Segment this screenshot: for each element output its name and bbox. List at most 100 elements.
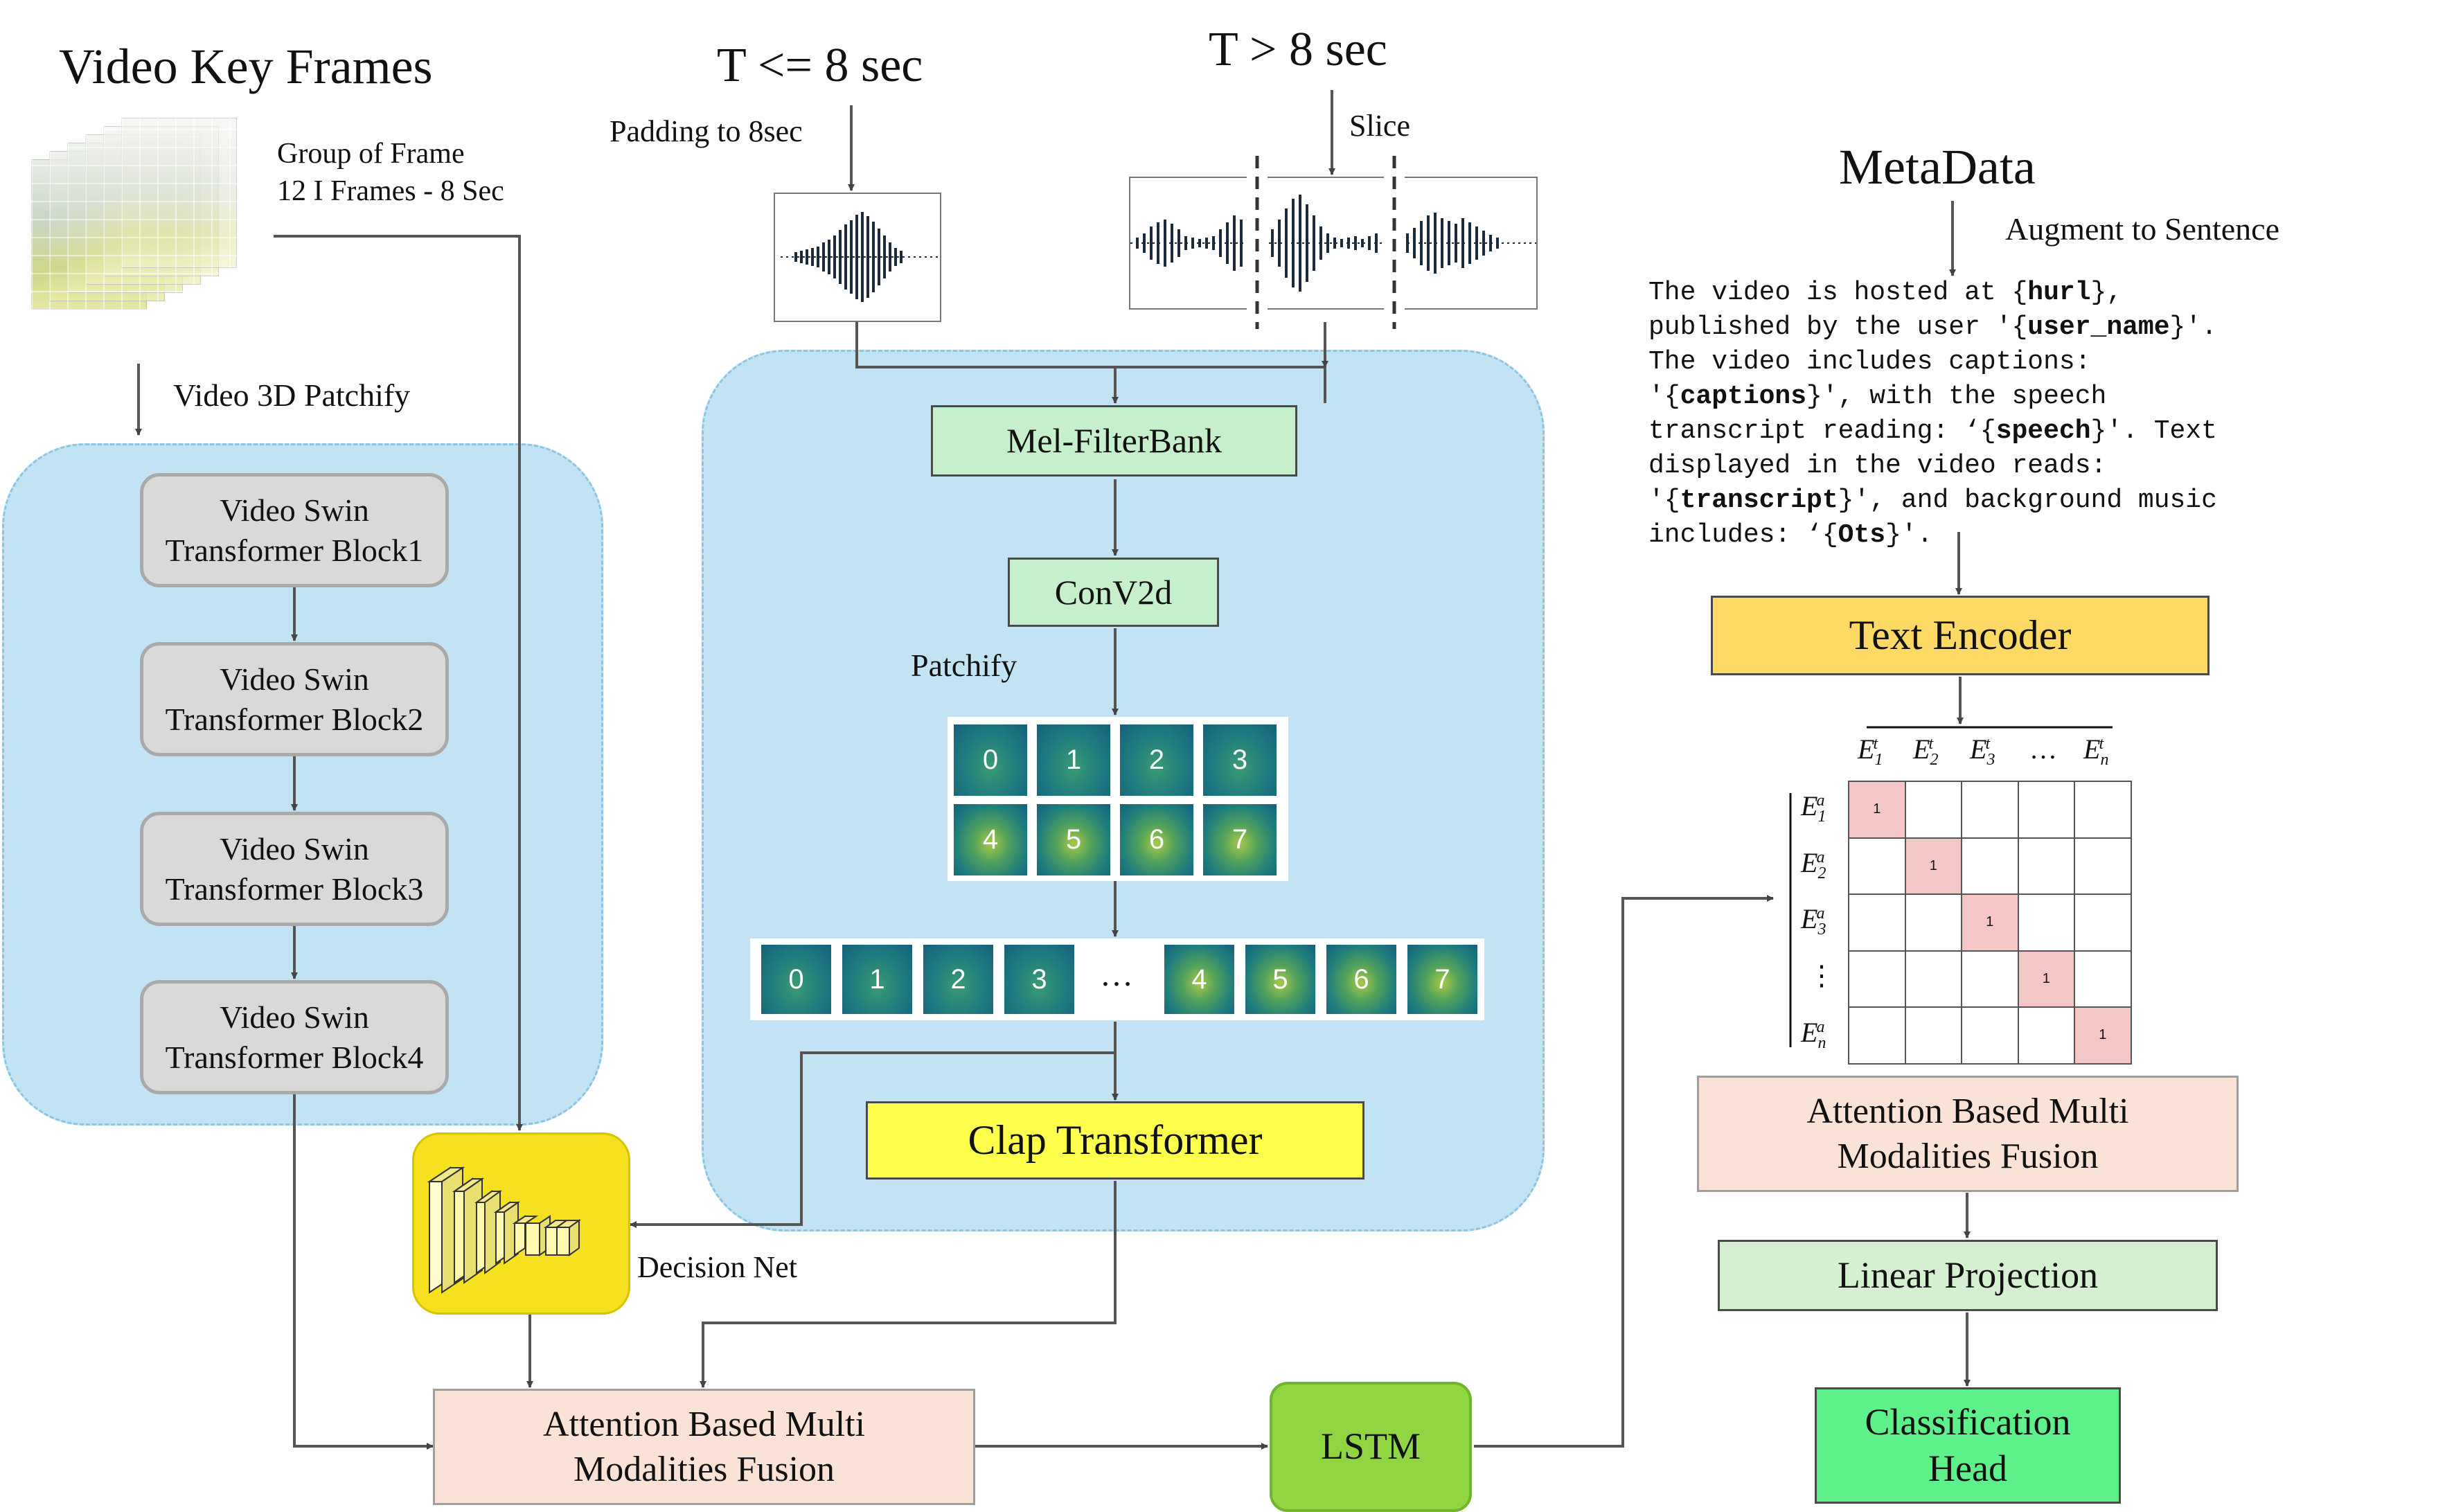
matrix-cell (1961, 950, 2019, 1008)
patch-tile: 6 (1119, 803, 1194, 876)
col-label: Ent (2083, 733, 2109, 769)
sentence-text: }', and background music (1838, 486, 2217, 515)
sentence-text: }, (2090, 278, 2123, 308)
matrix-cell (1904, 1006, 1962, 1065)
sentence-text: }'. (2169, 312, 2217, 342)
i-frames-label: 12 I Frames - 8 Sec (277, 175, 504, 207)
sentence-placeholder: hurl (2027, 278, 2091, 308)
short-waveform (774, 193, 941, 322)
matrix-cell (1961, 781, 2019, 839)
matrix-cell (1848, 950, 1906, 1008)
video-title: Video Key Frames (59, 39, 433, 94)
matrix-cell (1961, 1006, 2019, 1065)
matrix-diag-cell: 1 (2017, 950, 2075, 1008)
matrix-cell (1904, 893, 1962, 952)
linear-projection: Linear Projection (1718, 1240, 2218, 1311)
matrix-diag-cell: 1 (2074, 1006, 2132, 1065)
col-label: … (2029, 733, 2057, 765)
conv2d: ConV2d (1008, 558, 1219, 627)
sentence-text: '{ (1648, 382, 1680, 411)
metadata-sentence: The video is hosted at {hurl}, published… (1648, 276, 2217, 553)
audio-patchify-label: Patchify (911, 648, 1017, 683)
text-encoder: Text Encoder (1711, 596, 2210, 675)
matrix-cell (1848, 893, 1906, 952)
sentence-placeholder: transcript (1680, 486, 1838, 515)
sentence-text: transcript reading: ‘{ (1648, 416, 1996, 446)
augment-label: Augment to Sentence (2005, 211, 2280, 247)
padding-label: Padding to 8sec (610, 114, 803, 148)
sentence-text: }'. (1885, 520, 1933, 550)
matrix-cell (1904, 781, 1962, 839)
matrix-diag-cell: 1 (1961, 893, 2019, 952)
row-label: Ena (1801, 1017, 1826, 1052)
sentence-placeholder: captions (1680, 382, 1807, 411)
matrix-cell (2017, 1006, 2075, 1065)
metadata-title: MetaData (1839, 139, 2036, 195)
matrix-cell (2017, 893, 2075, 952)
matrix-cell (2017, 781, 2075, 839)
sentence-text: '{ (1648, 486, 1680, 515)
patch-tile: 4 (1164, 944, 1235, 1015)
patch-tile: 6 (1326, 944, 1397, 1015)
matrix-diag-cell: 1 (1904, 837, 1962, 895)
row-label: E1a (1801, 790, 1826, 826)
patch-tile: 1 (1036, 724, 1111, 797)
sentence-text: displayed in the video reads: (1648, 451, 2107, 481)
sentence-placeholder: user_name (2027, 312, 2170, 342)
patch-sequence: 0 1 2 3 … 4 5 6 7 (750, 939, 1484, 1020)
row-label: E2a (1801, 847, 1826, 882)
sentence-text: }', with the speech (1806, 382, 2107, 411)
video-patchify-label: Video 3D Patchify (173, 377, 411, 413)
col-label: E3t (1970, 733, 1995, 769)
short-audio-title: T <= 8 sec (717, 39, 923, 92)
sentence-text: includes: ‘{ (1648, 520, 1838, 550)
matrix-cell (1904, 950, 1962, 1008)
decision-net-label: Decision Net (637, 1250, 797, 1284)
patch-tile: 0 (953, 724, 1028, 797)
sentence-text: The video is hosted at { (1648, 278, 2028, 308)
matrix-cell (1961, 837, 2019, 895)
clap-transformer: Clap Transformer (866, 1101, 1364, 1180)
patch-tile: 3 (1004, 944, 1075, 1015)
patch-tile: 3 (1202, 724, 1277, 797)
patch-tile: 5 (1036, 803, 1111, 876)
sentence-placeholder: speech (1995, 416, 2091, 446)
col-label: E2t (1913, 733, 1939, 769)
long-audio-title: T > 8 sec (1209, 23, 1387, 76)
col-label: E1t (1858, 733, 1883, 769)
matrix-cell (1848, 837, 1906, 895)
decision-net-box (412, 1132, 630, 1315)
patch-tile: 2 (923, 944, 994, 1015)
sentence-text: The video includes captions: (1648, 347, 2091, 377)
sentence-text: }'. Text (2090, 416, 2217, 446)
sequence-ellipsis: … (1100, 957, 1133, 993)
matrix-diag-cell: 1 (1848, 781, 1906, 839)
patch-grid: 0 1 2 3 4 5 6 7 (948, 717, 1288, 881)
long-waveform (1129, 177, 1538, 310)
cnn-layers-icon (427, 1166, 582, 1294)
row-label: E3a (1801, 903, 1826, 939)
patch-tile: 7 (1407, 944, 1478, 1015)
matrix-cell (2074, 893, 2132, 952)
mel-filterbank: Mel-FilterBank (931, 405, 1297, 477)
lstm-box: LSTM (1270, 1382, 1472, 1512)
patch-tile: 1 (842, 944, 913, 1015)
slice-label: Slice (1349, 109, 1410, 143)
patch-tile: 4 (953, 803, 1028, 876)
patch-tile: 5 (1245, 944, 1316, 1015)
matrix-cell (2074, 781, 2132, 839)
patch-tile: 7 (1202, 803, 1277, 876)
matrix-cell (1848, 1006, 1906, 1065)
group-of-frame-label: Group of Frame (277, 138, 465, 170)
matrix-cell (2074, 837, 2132, 895)
sentence-text: published by the user '{ (1648, 312, 2028, 342)
